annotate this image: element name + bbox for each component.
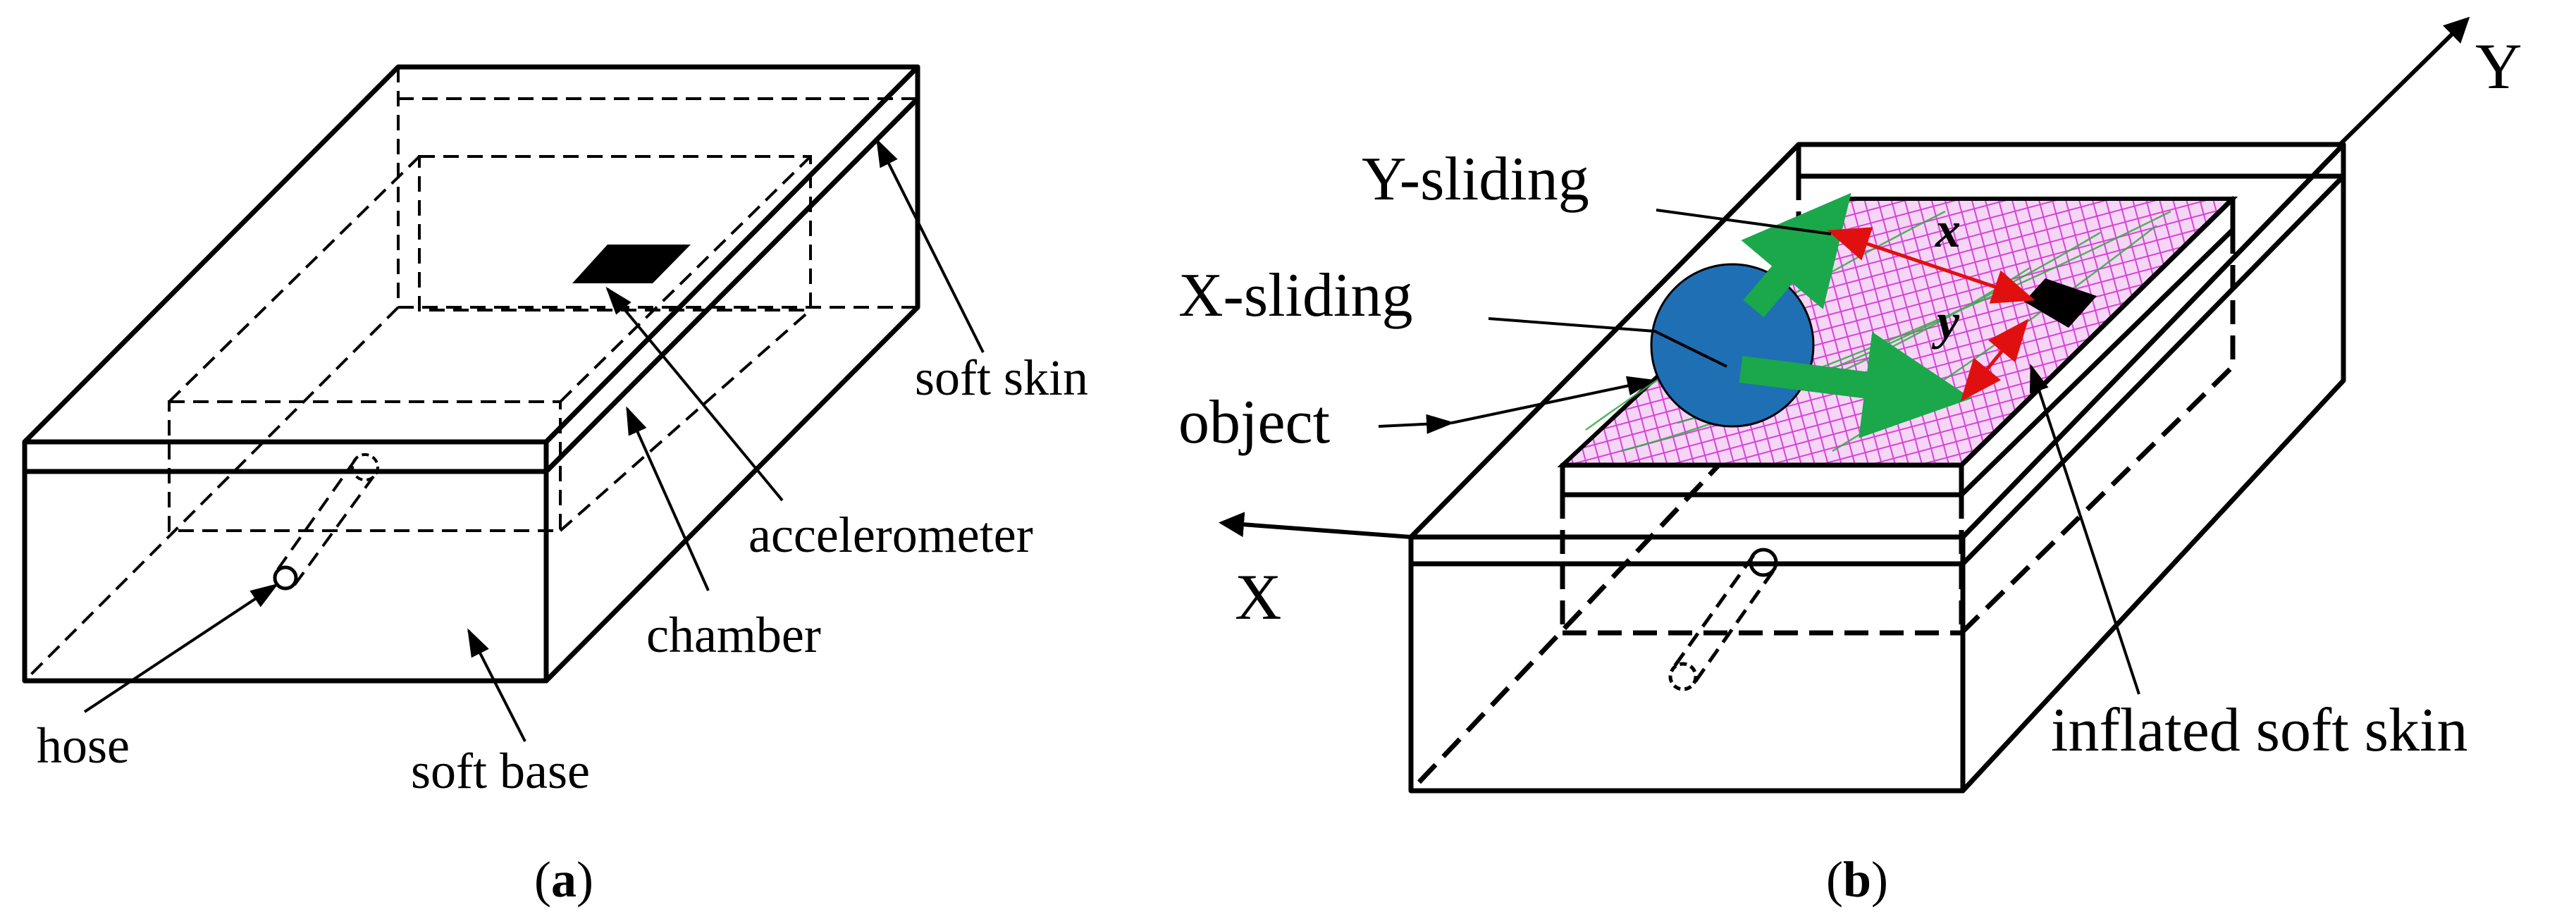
panel-a-diagram: soft skin accelerometer chamber hose sof… (22, 64, 1088, 908)
panel-b-diagram: Y X (1178, 16, 2522, 908)
panel-a-accelerometer-leader (605, 286, 784, 502)
panel-a-chamber-outline (168, 155, 812, 532)
panel-a-hidden-edges (23, 67, 918, 682)
y-axis-label: Y (2475, 30, 2522, 102)
x-distance-arrow (1827, 227, 2035, 304)
panel-a-top-face (22, 64, 920, 445)
panel-b-caption: (b) (1826, 851, 1888, 908)
panel-a-chamber-leader (626, 406, 710, 591)
panel-a-caption: (a) (534, 851, 593, 908)
panel-a-accelerometer (572, 245, 691, 283)
object-leader (1378, 414, 1455, 434)
label-inflated-soft-skin: inflated soft skin (2051, 696, 2467, 765)
x-distance-label: x (1935, 202, 1961, 258)
x-sliding-leader (1488, 317, 1727, 368)
panel-a-hose (273, 453, 379, 591)
label-x-sliding: X-sliding (1178, 261, 1412, 330)
x-sliding-arrow (1739, 331, 1972, 438)
panel-b-accelerometer (2024, 278, 2097, 328)
label-object: object (1178, 388, 1330, 457)
panel-b-skin-front (1560, 462, 1964, 498)
panel-a-label-soft-base: soft base (411, 743, 590, 799)
y-axis-arrow (2338, 16, 2470, 147)
inflated-skin-leader (2029, 364, 2140, 695)
panel-b-front-top-strip (1408, 534, 1966, 567)
panel-a-hose-leader (83, 583, 279, 713)
x-axis-arrow (1219, 512, 1412, 539)
panel-a-label-accelerometer: accelerometer (748, 507, 1033, 563)
panel-b-hose (1668, 548, 1778, 691)
y-distance-arrow (1960, 319, 2029, 402)
panel-a-base-right (543, 96, 920, 684)
panel-a-soft-base-leader (467, 628, 526, 742)
panel-a-label-chamber: chamber (646, 607, 821, 663)
panel-a-skin-front (22, 439, 549, 474)
object-sphere (1650, 263, 1815, 428)
panel-a-label-soft-skin: soft skin (915, 350, 1088, 406)
y-sliding-leader (1656, 209, 1832, 235)
label-y-sliding: Y-sliding (1362, 145, 1589, 214)
y-sliding-arrow (1741, 192, 1851, 318)
panel-a-label-hose: hose (37, 717, 130, 774)
panel-a-base-front (22, 469, 549, 684)
x-axis-label: X (1235, 561, 1281, 633)
panel-b-base-front (1408, 561, 1966, 794)
panel-b-base-right (1960, 142, 2346, 794)
panel-a-soft-skin-leader (876, 138, 985, 353)
